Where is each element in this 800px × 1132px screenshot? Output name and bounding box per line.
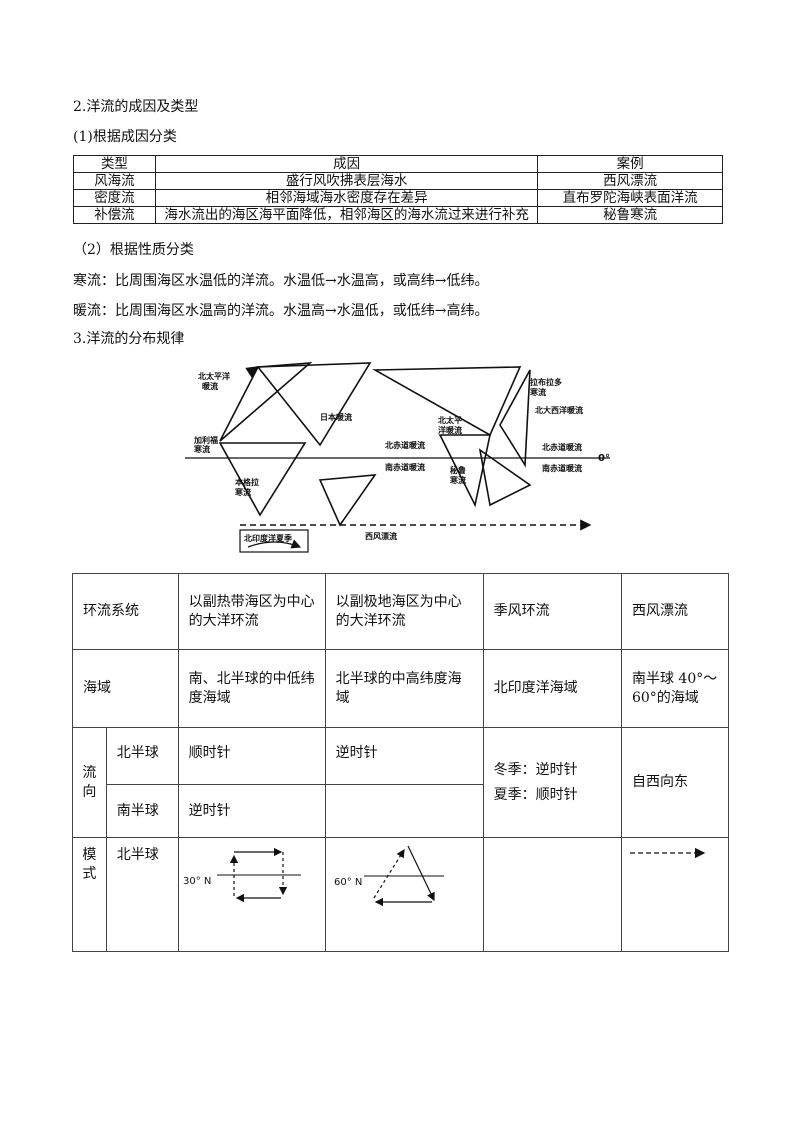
subpolar-gyre-diagram: 60° N bbox=[334, 845, 444, 907]
table-cell: 盛行风吹拂表层海水 bbox=[154, 172, 539, 190]
map-label: 寒流 bbox=[529, 387, 546, 397]
hemisphere-label-south: 南半球 bbox=[105, 784, 179, 838]
flow-cell: 逆时针 bbox=[177, 784, 326, 838]
equator-label: 0° bbox=[598, 453, 610, 464]
table-cell: 补偿流 bbox=[73, 206, 156, 224]
row-label-pattern: 模式 bbox=[72, 837, 107, 952]
lat-30-label: 30° N bbox=[183, 876, 211, 887]
gyre-indian bbox=[318, 474, 377, 527]
table-cell: 秘鲁寒流 bbox=[537, 206, 723, 224]
gyre-north-atlantic bbox=[499, 369, 531, 468]
indian-summer-arrow bbox=[247, 539, 302, 549]
map-label: 洋暖流 bbox=[438, 425, 462, 435]
current-gyres bbox=[218, 362, 532, 527]
pattern-subpolar-cell: 60° N bbox=[324, 837, 484, 952]
gyre-north-pacific bbox=[256, 362, 372, 447]
map-label: 北印度洋夏季 bbox=[244, 533, 293, 543]
map-label: 寒流 bbox=[449, 475, 466, 485]
warm-current-definition: 暖流：比周围海区水温高的洋流。水温高→水温低，或低纬→高纬。 bbox=[73, 303, 489, 319]
header-cell: 案例 bbox=[537, 155, 723, 173]
gyre-south-pacific-east bbox=[438, 434, 491, 508]
cause-table: 类型 成因 案例 风海流 盛行风吹拂表层海水 西风漂流 密度流 相邻海域海水密度… bbox=[73, 155, 723, 224]
westerly-flow-cell: 自西向东 bbox=[620, 727, 730, 838]
map-label: 北太平 bbox=[438, 415, 462, 425]
gyre-south-pacific-west bbox=[218, 442, 307, 517]
table-row: 密度流 相邻海域海水密度存在差异 直布罗陀海峡表面洋流 bbox=[73, 189, 723, 207]
pattern-monsoon-cell bbox=[482, 837, 622, 952]
table-row: 南半球 逆时针 bbox=[73, 784, 729, 838]
section-heading-2: 2.洋流的成因及类型 bbox=[73, 99, 199, 115]
region-cell: 南、北半球的中低纬度海域 bbox=[177, 649, 326, 728]
header-cell: 成因 bbox=[154, 155, 539, 173]
table-header-row: 类型 成因 案例 bbox=[73, 155, 723, 173]
hemisphere-label-north: 北半球 bbox=[105, 727, 179, 785]
map-label: 西风漂流 bbox=[365, 531, 397, 541]
map-label: 拉布拉多 bbox=[530, 377, 562, 387]
monsoon-flow-summer: 夏季：顺时针 bbox=[493, 786, 578, 803]
subsection-heading-cause: (1)根据成因分类 bbox=[73, 129, 177, 145]
table-row: 模式 北半球 30° N 60° N bbox=[72, 837, 730, 952]
header-cell: 类型 bbox=[73, 155, 156, 173]
system-cell: 以副极地海区为中心的大洋环流 bbox=[324, 573, 484, 650]
monsoon-flow-cell: 冬季：逆时针 夏季：顺时针 bbox=[482, 727, 622, 838]
indian-summer-box bbox=[239, 529, 309, 553]
row-label-flow: 流向 bbox=[72, 727, 107, 838]
subsection-heading-nature: （2）根据性质分类 bbox=[73, 242, 194, 258]
table-cell: 西风漂流 bbox=[537, 172, 723, 190]
table-row: 环流系统 以副热带海区为中心的大洋环流 以副极地海区为中心的大洋环流 季风环流 … bbox=[72, 573, 730, 650]
map-label: 日本暖流 bbox=[320, 412, 352, 422]
lat-60-label: 60° N bbox=[334, 877, 362, 888]
region-cell: 北印度洋海域 bbox=[482, 649, 622, 728]
flow-cell: 逆时针 bbox=[324, 727, 484, 785]
row-label-system: 环流系统 bbox=[72, 573, 179, 650]
ocean-current-map: 北太平洋 暖流 加利福 寒流 日本暖流 北赤道暖流 南赤道暖流 北太平 洋暖流 … bbox=[185, 355, 610, 553]
map-label: 暖流 bbox=[202, 381, 218, 391]
map-label: 北太平洋 bbox=[198, 371, 230, 381]
map-label: 秘鲁 bbox=[450, 465, 466, 475]
map-label: 本格拉 bbox=[234, 477, 259, 487]
subtropical-gyre-diagram: 30° N bbox=[183, 847, 301, 903]
map-label: 寒流 bbox=[234, 487, 251, 497]
gyre-south-atlantic bbox=[478, 448, 532, 507]
map-label: 寒流 bbox=[193, 444, 210, 454]
table-cell: 风海流 bbox=[73, 172, 156, 190]
table-row: 流向 北半球 顺时针 逆时针 冬季：逆时针 夏季：顺时针 自西向东 bbox=[72, 727, 730, 838]
gyre-north-pacific-west bbox=[219, 363, 313, 442]
flow-cell bbox=[324, 784, 484, 838]
flow-cell: 顺时针 bbox=[177, 727, 326, 785]
map-label: 北赤道暖流 bbox=[542, 442, 582, 452]
row-label-region: 海域 bbox=[72, 649, 179, 728]
region-cell: 北半球的中高纬度海域 bbox=[324, 649, 484, 728]
pattern-westerly-cell bbox=[620, 837, 730, 952]
map-label: 北赤道暖流 bbox=[385, 440, 425, 450]
map-label: 加利福 bbox=[193, 435, 218, 445]
region-cell: 南半球 40°～60°的海域 bbox=[620, 649, 730, 728]
map-label: 南赤道暖流 bbox=[542, 463, 582, 473]
system-cell: 季风环流 bbox=[482, 573, 622, 650]
table-row: 补偿流 海水流出的海区海平面降低，相邻海区的海水流过来进行补充 秘鲁寒流 bbox=[73, 206, 723, 224]
system-cell: 以副热带海区为中心的大洋环流 bbox=[177, 573, 326, 650]
table-cell: 密度流 bbox=[73, 189, 156, 207]
circulation-summary-table: 环流系统 以副热带海区为中心的大洋环流 以副极地海区为中心的大洋环流 季风环流 … bbox=[72, 573, 730, 952]
table-cell: 相邻海域海水密度存在差异 bbox=[154, 189, 539, 207]
map-label: 南赤道暖流 bbox=[385, 462, 425, 472]
map-label: 北大西洋暖流 bbox=[535, 405, 583, 415]
table-row: 风海流 盛行风吹拂表层海水 西风漂流 bbox=[73, 172, 723, 190]
westerly-drift-diagram bbox=[629, 847, 706, 859]
table-cell: 海水流出的海区海平面降低，相邻海区的海水流过来进行补充 bbox=[154, 206, 539, 224]
cold-current-definition: 寒流：比周围海区水温低的洋流。水温低→水温高，或高纬→低纬。 bbox=[73, 273, 489, 289]
pattern-hemisphere-label: 北半球 bbox=[105, 837, 179, 952]
table-row: 海域 南、北半球的中低纬度海域 北半球的中高纬度海域 北印度洋海域 南半球 40… bbox=[72, 649, 730, 728]
pattern-subtropical-cell: 30° N bbox=[177, 837, 326, 952]
section-heading-3: 3.洋流的分布规律 bbox=[73, 331, 185, 347]
table-cell: 直布罗陀海峡表面洋流 bbox=[537, 189, 723, 207]
gyre-north-pacific-east bbox=[372, 366, 522, 437]
system-cell: 西风漂流 bbox=[620, 573, 730, 650]
monsoon-flow-winter: 冬季：逆时针 bbox=[493, 761, 578, 778]
